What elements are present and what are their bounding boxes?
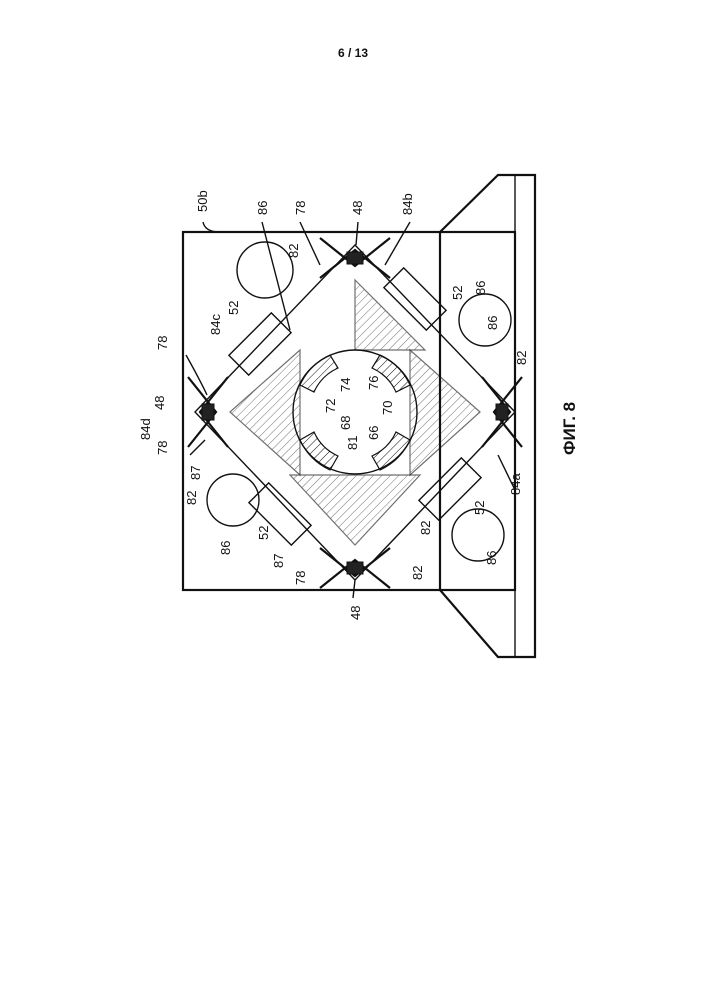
label-81: 81 xyxy=(345,436,360,450)
label-86-e: 86 xyxy=(485,316,500,330)
label-74: 74 xyxy=(338,378,353,392)
label-84c: 84c xyxy=(208,314,223,335)
label-48-bottom: 48 xyxy=(348,606,363,620)
label-87-b: 87 xyxy=(271,554,286,568)
label-68: 68 xyxy=(338,416,353,430)
label-78-top: 78 xyxy=(293,201,308,215)
label-48-top: 48 xyxy=(350,201,365,215)
label-66: 66 xyxy=(366,426,381,440)
label-50b: 50b xyxy=(195,190,210,212)
label-52-b: 52 xyxy=(450,286,465,300)
label-52-c: 52 xyxy=(256,526,271,540)
label-82-c: 82 xyxy=(514,351,529,365)
label-72: 72 xyxy=(323,399,338,413)
figure-caption: ФИГ. 8 xyxy=(560,402,579,455)
label-86-top: 86 xyxy=(255,201,270,215)
label-52-a: 52 xyxy=(226,301,241,315)
label-48-left: 48 xyxy=(152,396,167,410)
label-82-b: 82 xyxy=(184,491,199,505)
label-84a: 84a xyxy=(508,473,523,495)
diamond-body xyxy=(195,245,515,580)
central-bore xyxy=(293,350,417,474)
label-82-a: 82 xyxy=(286,244,301,258)
label-70: 70 xyxy=(380,401,395,415)
label-86-d: 86 xyxy=(484,551,499,565)
label-87-a: 87 xyxy=(188,466,203,480)
label-86-b: 86 xyxy=(473,281,488,295)
label-78-left: 78 xyxy=(155,336,170,350)
label-82-d: 82 xyxy=(410,566,425,580)
label-84d: 84d xyxy=(138,418,153,440)
label-86-c: 86 xyxy=(218,541,233,555)
label-84b: 84b xyxy=(400,193,415,215)
label-82-e: 82 xyxy=(418,521,433,535)
label-52-d: 52 xyxy=(472,501,487,515)
label-76: 76 xyxy=(366,376,381,390)
label-78-bottom: 78 xyxy=(293,571,308,585)
label-78-left-b: 78 xyxy=(155,441,170,455)
